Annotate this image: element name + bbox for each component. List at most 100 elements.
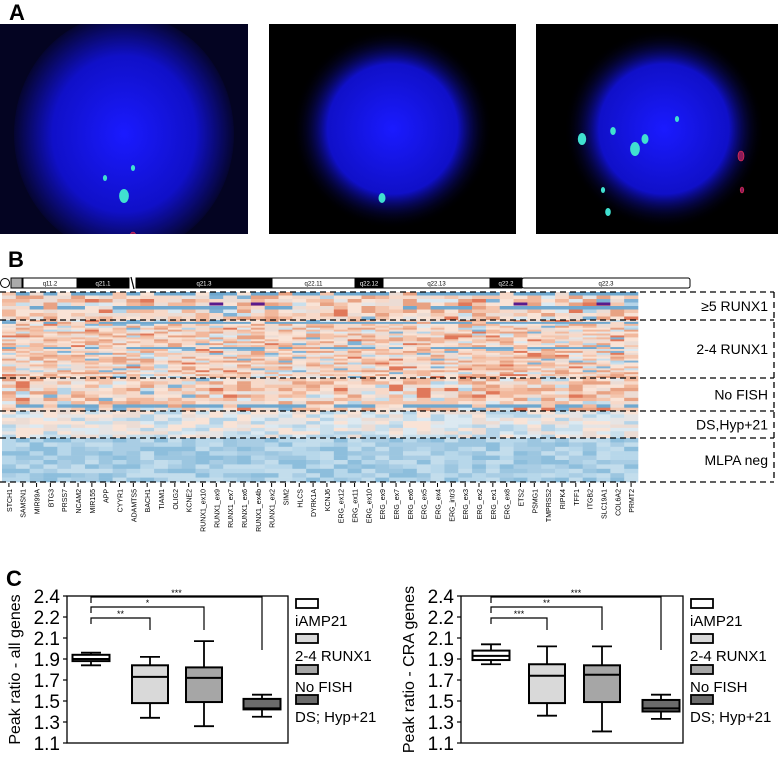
fish-nucleus-3 (536, 24, 778, 234)
gene-label: NCAM2 (76, 489, 83, 514)
band-label: q22.12 (360, 282, 379, 288)
band-label: q22.13 (427, 282, 446, 288)
green-signal (130, 165, 136, 171)
fish-nucleus-2 (269, 24, 516, 234)
y-tick-label: 1.7 (34, 671, 60, 692)
significance-bracket: *** (490, 609, 548, 630)
y-tick-label: 1.7 (428, 671, 454, 692)
band-label: q22.2 (498, 282, 514, 288)
gene-label: ERG_ex2 (477, 489, 484, 519)
panel-label-a: A (9, 0, 25, 25)
significance-bracket: *** (490, 588, 662, 650)
y-tick-label: 1.5 (34, 692, 60, 713)
legend-label: No FISH (690, 679, 748, 696)
gene-label: ADAMTS5 (131, 489, 138, 522)
gene-label: STCH1 (7, 489, 14, 512)
significance-bracket: ** (90, 609, 151, 630)
gene-label: ERG_ex4 (436, 489, 443, 519)
group-label: ≥5 RUNX1 (701, 298, 768, 314)
legend-swatch (295, 664, 319, 675)
legend-item: iAMP21 (295, 598, 348, 630)
legend-item: 2-4 RUNX1 (295, 633, 372, 665)
y-tick-label: 1.3 (34, 713, 60, 734)
significance-stars: ** (117, 609, 125, 619)
y-tick-label: 1.1 (428, 734, 454, 752)
gene-label: RUNX1_ex7 (228, 489, 235, 528)
gene-label: ERG_ex10 (366, 489, 373, 523)
gene-label: COL6A2 (615, 489, 622, 516)
y-axis-label: Peak ratio - all genes (7, 594, 24, 744)
legend-swatch (295, 694, 319, 705)
green-signal (605, 208, 611, 216)
amplified-cell (596, 302, 611, 306)
green-signal (674, 116, 680, 122)
plot-frame (460, 595, 684, 744)
gene-label: RIPK4 (560, 489, 567, 509)
y-tick-label: 2.4 (428, 587, 455, 608)
group-label: No FISH (714, 387, 768, 403)
gene-label: RUNX1_ex9 (214, 489, 221, 528)
gene-label: CYYR1 (118, 489, 125, 512)
box-2-4-runx1 (131, 656, 169, 719)
panel-label-b: B (8, 247, 24, 272)
gene-label: PSMG1 (532, 489, 539, 514)
box-iamp21 (471, 643, 511, 666)
nucleus (564, 29, 764, 229)
gene-label: RUNX1_ex2 (270, 489, 277, 528)
legend-swatch (690, 598, 714, 609)
nucleus (292, 29, 493, 229)
y-tick-label: 1.1 (34, 734, 60, 752)
gene-label: SAMSN1 (21, 489, 28, 518)
legend-label: 2-4 RUNX1 (690, 648, 767, 665)
gene-label: ITGB2 (588, 489, 595, 509)
gene-label: ERG_ex5 (422, 489, 429, 519)
y-tick-label: 1.5 (428, 692, 454, 713)
gene-label: ERG_ex3 (463, 489, 470, 519)
green-signal (102, 175, 108, 181)
gene-label: PRSS7 (62, 489, 69, 512)
box-ds-hyp-21 (641, 693, 681, 720)
y-tick-label: 1.3 (428, 713, 454, 734)
legend-swatch (295, 633, 319, 644)
red-signal (737, 150, 745, 162)
green-signal (577, 133, 587, 145)
red-signal (739, 186, 745, 194)
band-label: q11.2 (43, 282, 58, 288)
legend-label: DS; Hyp+21 (295, 709, 376, 726)
y-axis-label: Peak ratio - CRA genes (401, 586, 418, 752)
green-signal (119, 189, 129, 203)
y-tick-label: 2.4 (34, 587, 61, 608)
band-label: q21.1 (95, 282, 111, 288)
legend-item: 2-4 RUNX1 (690, 633, 767, 665)
legend-swatch (690, 664, 714, 675)
legend-swatch (295, 598, 319, 609)
panel-label-c: C (6, 566, 22, 591)
gene-label: SIM2 (283, 489, 290, 505)
gene-label: ERG_ex11 (353, 489, 360, 523)
legend-label: No FISH (295, 679, 353, 696)
green-signal (610, 127, 616, 135)
gene-label: ERG_intr3 (449, 489, 456, 522)
y-tick-label: 1.9 (428, 650, 454, 671)
fish-image-2 (269, 24, 516, 234)
y-tick-label: 2.1 (34, 629, 60, 650)
amplified-cell (209, 302, 224, 306)
red-signal (130, 231, 136, 234)
green-signal (630, 142, 640, 156)
fish-image-3 (536, 24, 778, 234)
gene-label: RUNX1_ex4b (256, 489, 263, 532)
gene-label: TMPRSS2 (546, 489, 553, 522)
gene-label: DYRK1A (311, 489, 318, 517)
gene-label: TIAM1 (159, 489, 166, 510)
gene-label: ERG_ex9 (380, 489, 387, 519)
gene-label: ERG_ex6 (408, 489, 415, 519)
y-tick-label: 2.1 (428, 629, 454, 650)
fish-image-1 (0, 24, 248, 234)
box-iamp21 (71, 651, 111, 667)
legend-item: No FISH (295, 664, 353, 696)
legend-label: 2-4 RUNX1 (295, 648, 372, 665)
gene-label: ERG_ex1 (491, 489, 498, 519)
